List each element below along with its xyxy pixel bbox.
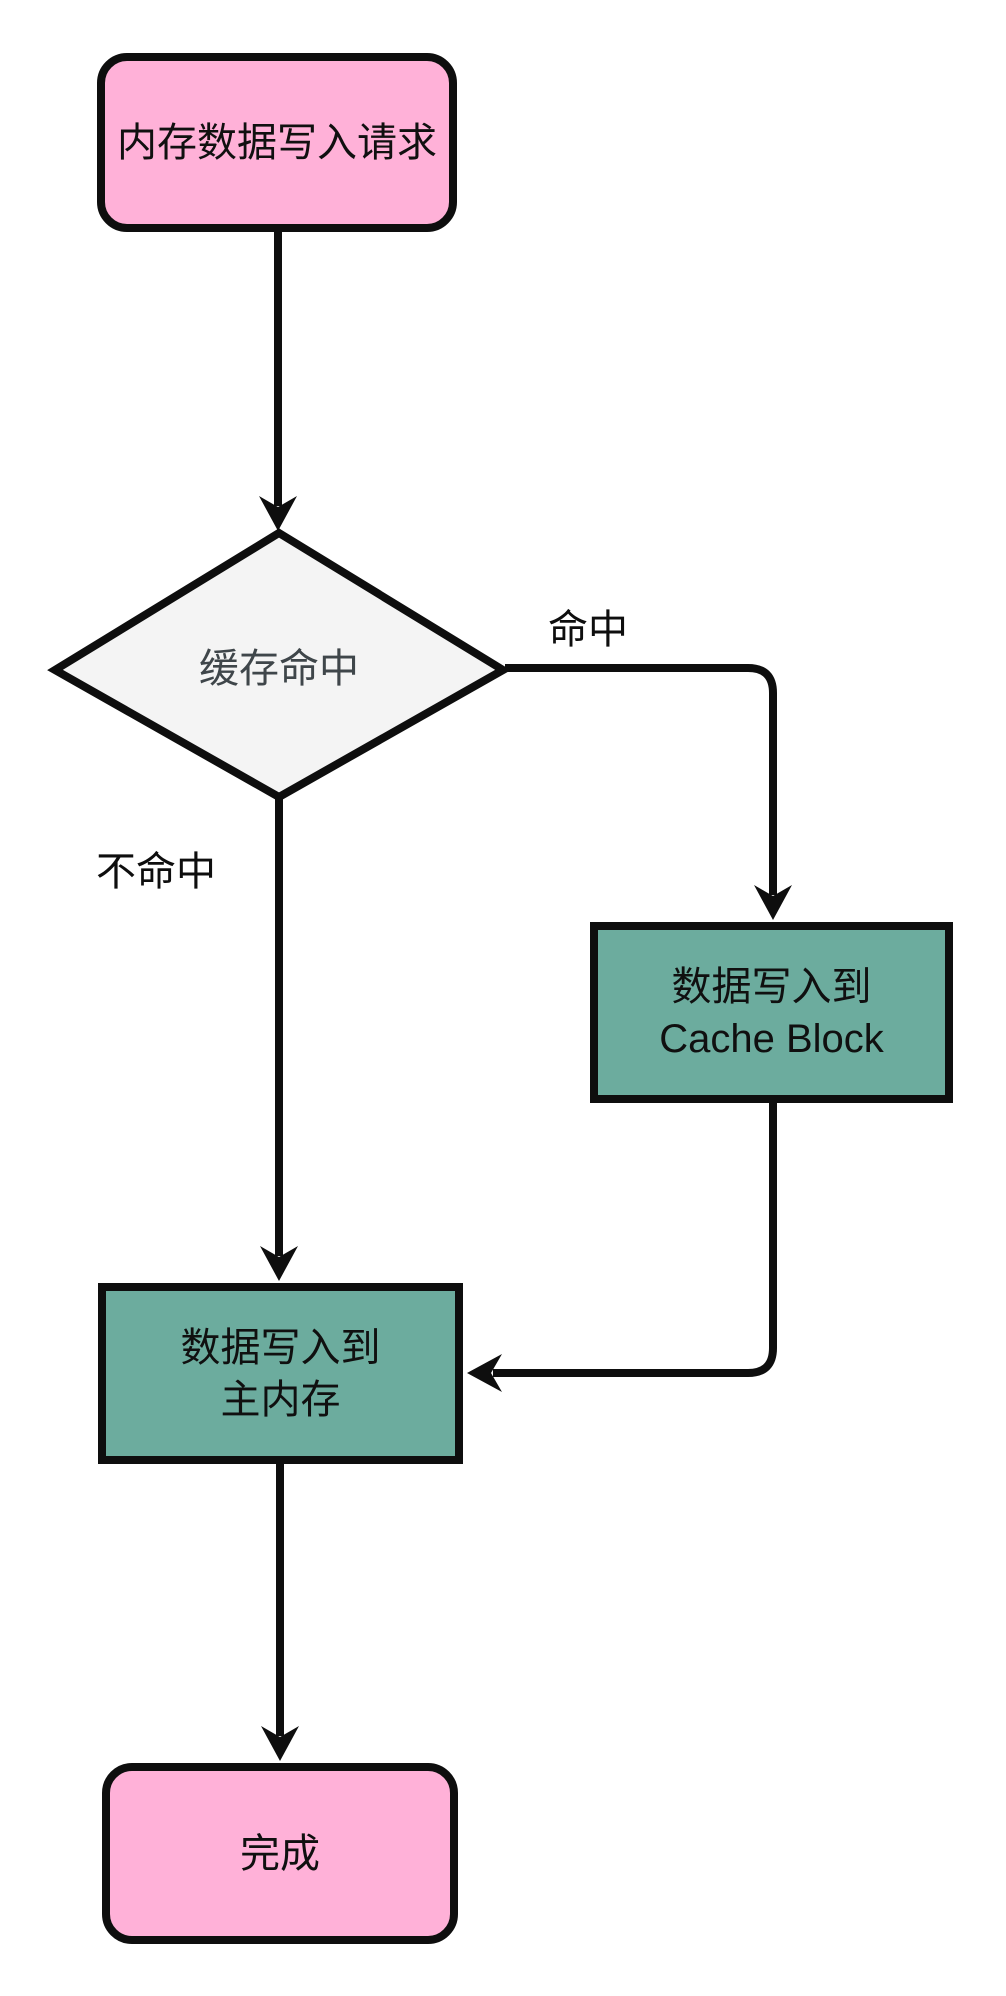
decision-diamond-shape (47, 528, 511, 802)
edge-label-miss: 不命中 (96, 850, 216, 894)
node-start-label: 内存数据写入请求 (117, 120, 437, 165)
node-main-memory-line1: 数据写入到 (180, 1325, 381, 1370)
arrowhead-left-memory (467, 1354, 502, 1392)
node-done: 完成 (102, 1763, 458, 1944)
node-start: 内存数据写入请求 (97, 53, 457, 232)
node-main-memory-line2: 主内存 (220, 1377, 341, 1422)
node-main-memory: 数据写入到 主内存 (98, 1283, 463, 1464)
edge-cache-to-memory (493, 1102, 777, 1377)
edge-label-hit: 命中 (548, 608, 628, 652)
arrowhead-down-decision (259, 496, 297, 531)
edge-decision-to-cache (505, 664, 777, 895)
arrowhead-down-memory (260, 1246, 298, 1281)
node-cache-block-line1: 数据写入到 (671, 964, 872, 1009)
node-cache-block: 数据写入到 Cache Block (590, 922, 953, 1103)
arrowhead-down-done (261, 1726, 299, 1761)
arrowhead-down-cache (754, 885, 792, 920)
node-cache-block-line2: Cache Block (659, 1016, 884, 1061)
node-done-label: 完成 (240, 1831, 320, 1876)
